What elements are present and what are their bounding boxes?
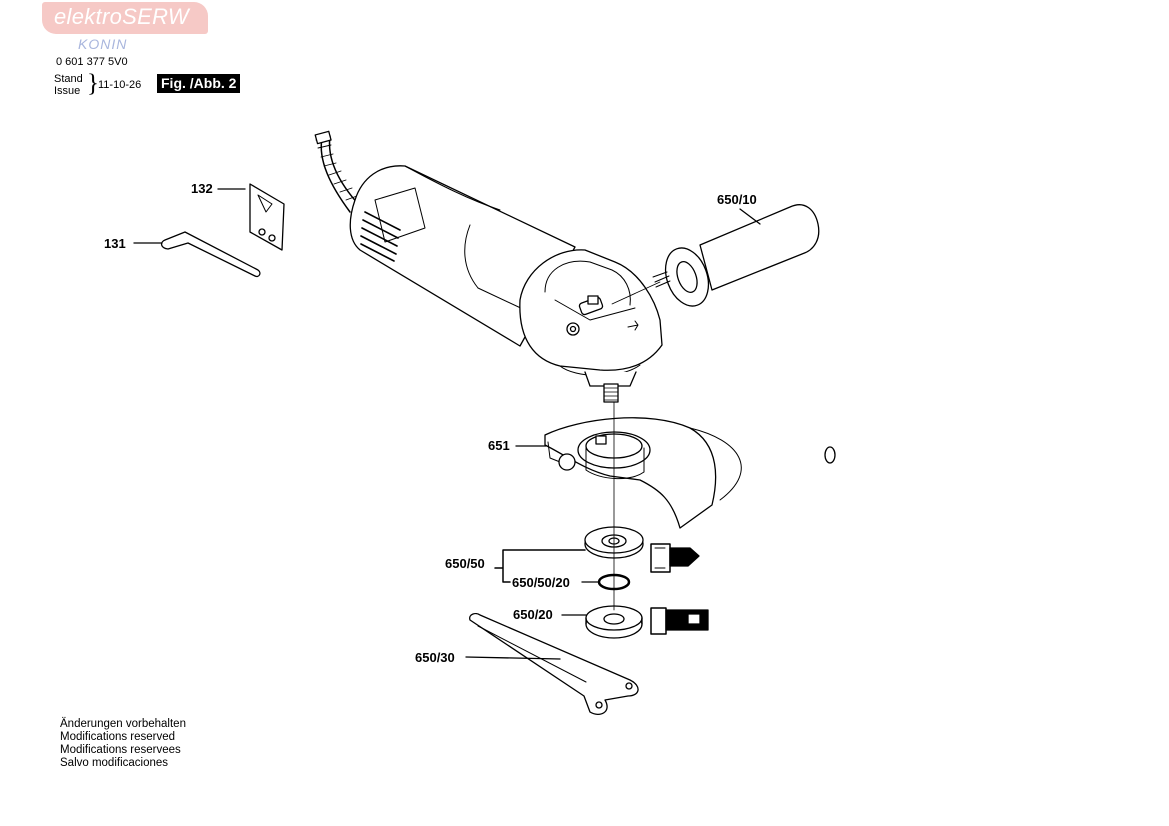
leader-650-30: [465, 656, 561, 660]
locking-plate: [249, 183, 285, 251]
note-fr: Modifications reservees: [60, 744, 181, 756]
issue-date: 11-10-26: [98, 79, 142, 91]
brace-symbol: }: [87, 70, 99, 97]
callout-650-20: 650/20: [513, 607, 553, 622]
issue-label: Issue: [54, 85, 81, 97]
figure-label: Fig. /Abb. 2: [157, 74, 241, 93]
logo-background: [42, 2, 208, 34]
stand-issue-labels: Stand Issue: [54, 73, 83, 97]
hex-key: [160, 231, 261, 278]
logo-text: elektroSERW: [54, 4, 189, 29]
note-de: Änderungen vorbehalten: [60, 718, 186, 730]
section-symbol-nut: [650, 607, 709, 635]
two-pin-spanner: [469, 613, 639, 715]
clamping-nut: [585, 605, 643, 639]
power-cord: [314, 130, 361, 213]
callout-132: 132: [191, 181, 213, 196]
logo-subtext: KONIN: [78, 36, 128, 52]
modification-notes: Änderungen vorbehalten Modifications res…: [60, 718, 186, 770]
callout-650-50: 650/50: [445, 556, 485, 571]
callout-651: 651: [488, 438, 510, 453]
section-symbol-flange: [650, 543, 700, 573]
callout-650-50-20: 650/50/20: [512, 575, 570, 590]
leader-650-50: [494, 549, 586, 583]
callout-650-30: 650/30: [415, 650, 455, 665]
gear-head: [519, 249, 663, 403]
callout-131: 131: [104, 236, 126, 251]
side-handle: [652, 204, 820, 307]
angle-grinder-housing: [349, 165, 576, 347]
leader-650-10: [739, 208, 761, 225]
note-en: Modifications reserved: [60, 731, 176, 743]
stand-label: Stand: [54, 73, 83, 85]
callout-650-10: 650/10: [717, 192, 757, 207]
note-es: Salvo modificaciones: [60, 757, 169, 769]
document-number: 0 601 377 5V0: [56, 56, 128, 68]
wheel-guard: [544, 417, 836, 529]
